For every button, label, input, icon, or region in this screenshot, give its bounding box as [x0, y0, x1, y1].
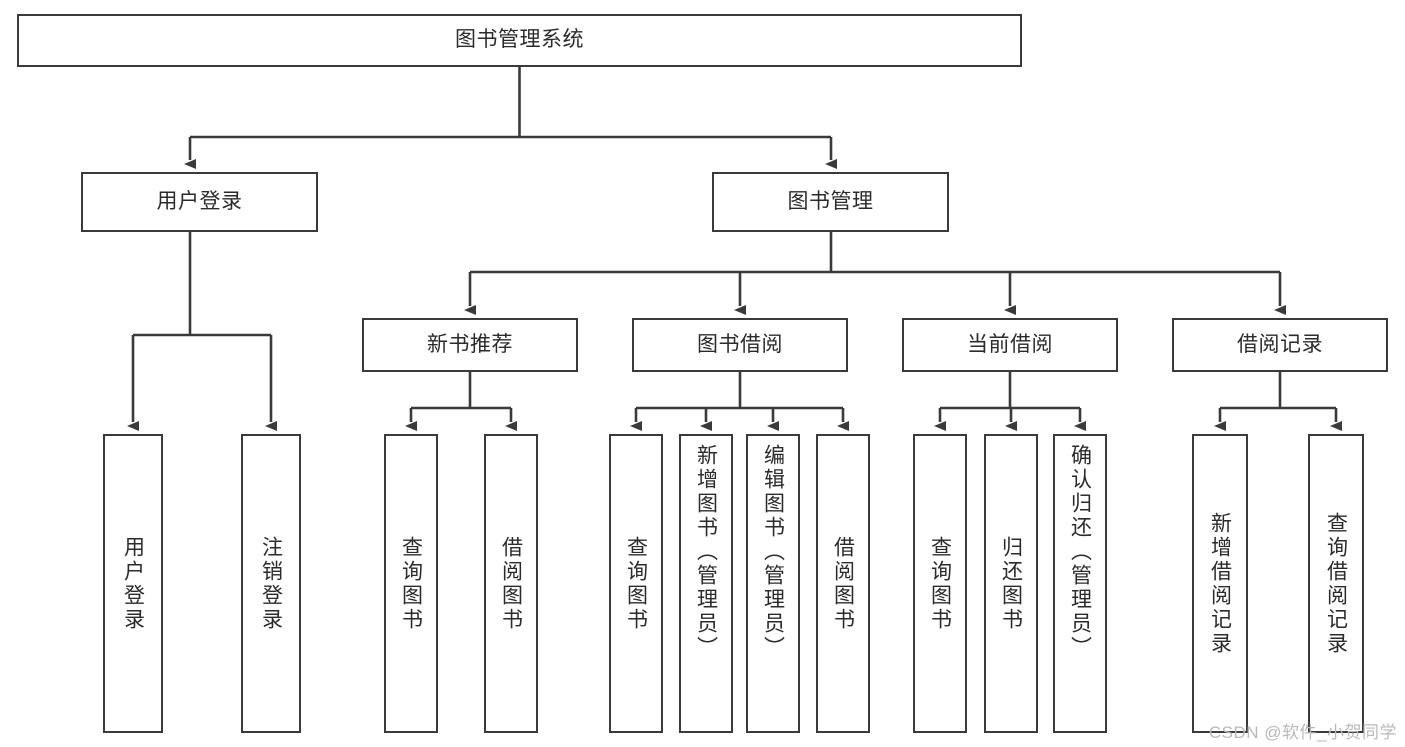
node-leaf-add-book-admin[interactable]: 新增图书（管理员）	[679, 434, 733, 733]
csdn-watermark: CSDN @软件_小贺同学	[1208, 723, 1397, 742]
node-leaf-borrow-book-1-label: 借阅图书	[499, 535, 523, 632]
node-borrow-record-label: 借阅记录	[1237, 332, 1323, 356]
node-leaf-query-borrow-record[interactable]: 查询借阅记录	[1308, 434, 1364, 733]
node-leaf-query-book-2[interactable]: 查询图书	[609, 434, 663, 733]
node-leaf-return-book-label: 归还图书	[999, 535, 1023, 632]
node-leaf-query-book-3-label: 查询图书	[928, 535, 952, 632]
node-user-login-label: 用户登录	[156, 189, 243, 213]
node-leaf-query-book-2-label: 查询图书	[624, 535, 648, 632]
node-leaf-add-borrow-record[interactable]: 新增借阅记录	[1192, 434, 1248, 733]
node-book-manage-label: 图书管理	[787, 189, 874, 213]
node-user-login[interactable]: 用户登录	[81, 172, 318, 232]
node-leaf-user-login[interactable]: 用户登录	[103, 434, 163, 733]
node-leaf-query-book-1-label: 查询图书	[399, 535, 423, 632]
node-borrow-record[interactable]: 借阅记录	[1172, 318, 1388, 372]
node-leaf-query-book-1[interactable]: 查询图书	[384, 434, 438, 733]
node-new-book-recommend[interactable]: 新书推荐	[362, 318, 578, 372]
node-leaf-edit-book-admin-label: 编辑图书（管理员）	[761, 444, 785, 660]
node-leaf-user-logout-label: 注销登录	[259, 535, 283, 632]
node-current-borrow-label: 当前借阅	[967, 332, 1053, 356]
node-leaf-query-book-3[interactable]: 查询图书	[913, 434, 967, 733]
node-leaf-add-book-admin-label: 新增图书（管理员）	[694, 444, 718, 660]
node-leaf-borrow-book-2[interactable]: 借阅图书	[816, 434, 870, 733]
node-leaf-borrow-book-1[interactable]: 借阅图书	[484, 434, 538, 733]
node-leaf-add-borrow-record-label: 新增借阅记录	[1208, 511, 1232, 656]
node-book-borrow[interactable]: 图书借阅	[632, 318, 848, 372]
node-book-manage[interactable]: 图书管理	[712, 172, 949, 232]
node-leaf-borrow-book-2-label: 借阅图书	[831, 535, 855, 632]
node-root-label: 图书管理系统	[455, 28, 584, 52]
node-book-borrow-label: 图书借阅	[697, 332, 783, 356]
node-leaf-user-login-label: 用户登录	[121, 535, 145, 632]
node-root[interactable]: 图书管理系统	[17, 14, 1022, 67]
node-current-borrow[interactable]: 当前借阅	[902, 318, 1118, 372]
node-leaf-confirm-return-admin[interactable]: 确认归还（管理员）	[1053, 434, 1107, 733]
node-leaf-return-book[interactable]: 归还图书	[984, 434, 1038, 733]
node-leaf-edit-book-admin[interactable]: 编辑图书（管理员）	[746, 434, 800, 733]
node-leaf-query-borrow-record-label: 查询借阅记录	[1324, 511, 1348, 656]
node-new-book-recommend-label: 新书推荐	[427, 332, 513, 356]
node-leaf-user-logout[interactable]: 注销登录	[241, 434, 301, 733]
node-leaf-confirm-return-admin-label: 确认归还（管理员）	[1068, 444, 1092, 660]
